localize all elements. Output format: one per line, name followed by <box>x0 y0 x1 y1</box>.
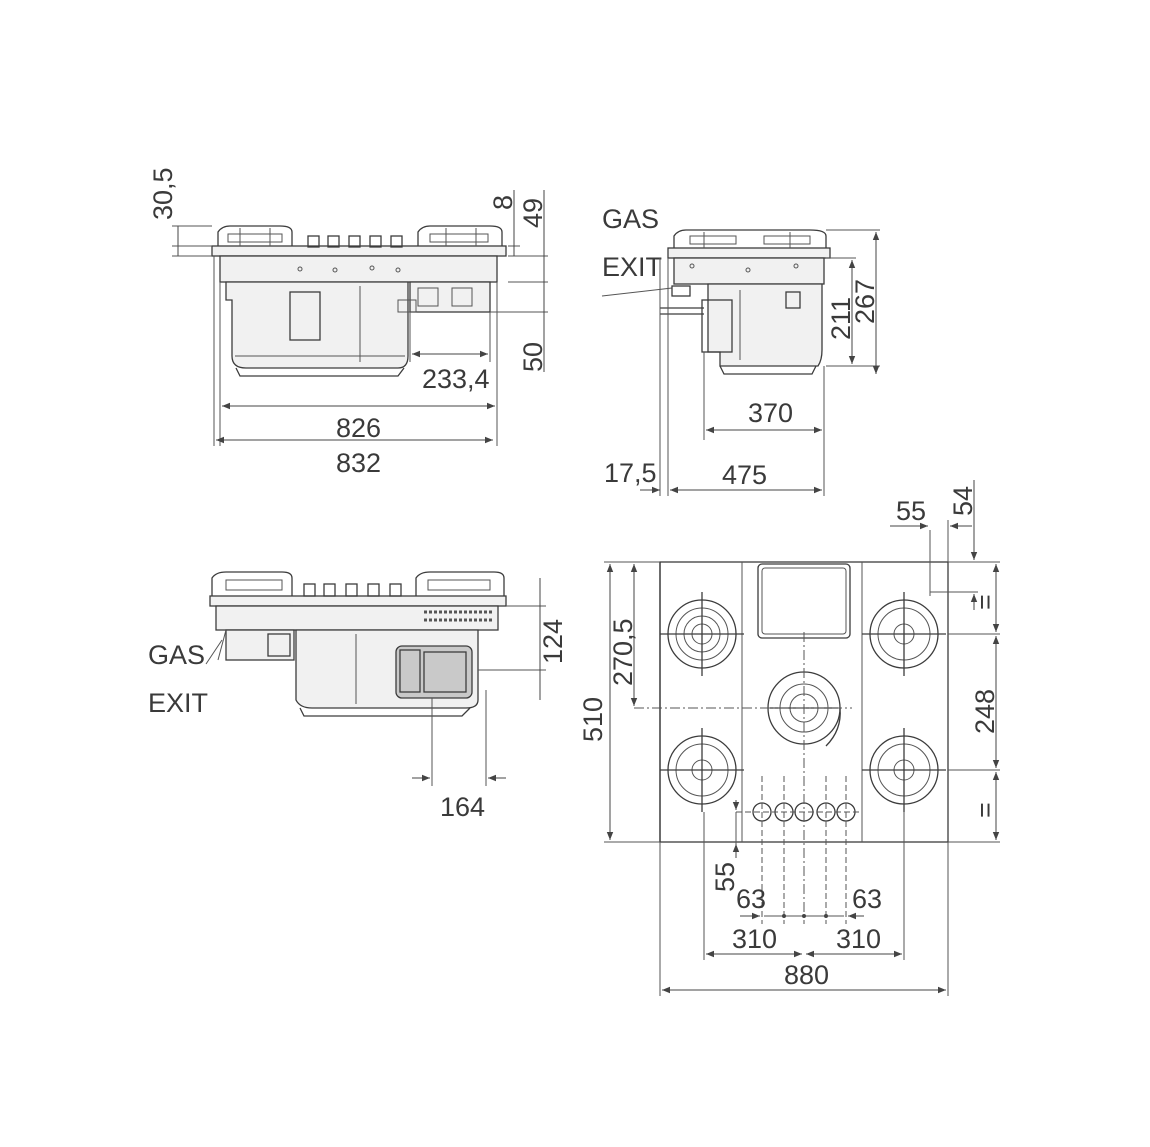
dim-63-left-label: 63 <box>736 884 766 914</box>
dim-310-left-label: 310 <box>732 924 777 954</box>
front-left-burner <box>217 225 293 246</box>
dim-8-label: 8 <box>488 195 518 210</box>
dim-270-5-label: 270,5 <box>608 618 638 686</box>
dim-233-4-label: 233,4 <box>422 364 490 394</box>
side-view: GAS EXIT 211 267 370 <box>601 204 880 496</box>
dim-17-5-label: 17,5 <box>604 458 657 488</box>
dim-211-label: 211 <box>826 297 856 340</box>
dim-63-right-label: 63 <box>852 884 882 914</box>
dim-826-label: 826 <box>336 413 381 443</box>
top-view: 55 54 = 248 = 270,5 510 55 63 <box>578 480 1000 996</box>
dim-55-top-label: 55 <box>896 496 926 526</box>
front-right-burner <box>417 225 503 246</box>
front-side-box <box>409 281 491 313</box>
dim-equal-top-label: = <box>970 594 1000 610</box>
front-frame <box>219 255 498 283</box>
dim-310-right-label: 310 <box>836 924 881 954</box>
side-exit-label: EXIT <box>602 252 662 282</box>
rear-knobs <box>303 583 402 597</box>
dim-880-label: 880 <box>784 960 829 990</box>
front-motor-body <box>225 281 409 369</box>
rear-exit-label: EXIT <box>148 688 208 718</box>
rear-view: GAS EXIT 124 164 <box>148 571 568 822</box>
rear-exhaust-outlet <box>395 645 473 699</box>
side-glass-top <box>667 247 831 259</box>
dim-54-label: 54 <box>948 486 978 516</box>
top-control-window <box>757 563 851 639</box>
dim-510-label: 510 <box>578 697 608 742</box>
dim-30-5-label: 30,5 <box>148 167 178 220</box>
top-burner-top-left <box>660 592 744 676</box>
front-knobs <box>307 235 403 248</box>
dim-164-label: 164 <box>440 792 485 822</box>
rear-gas-label: GAS <box>148 640 205 670</box>
dim-55-bottom-label: 55 <box>710 862 740 892</box>
dim-248-label: 248 <box>970 689 1000 734</box>
dim-832-label: 832 <box>336 448 381 478</box>
dim-50-label: 50 <box>518 342 548 372</box>
rear-vents <box>424 610 494 622</box>
top-burner-bottom-left <box>660 728 744 812</box>
rear-gas-box <box>225 629 295 661</box>
top-burner-bottom-right <box>862 728 946 812</box>
side-motor-body <box>707 283 823 367</box>
dim-124-label: 124 <box>538 619 568 664</box>
front-view: 30,5 8 49 50 233,4 826 832 <box>148 167 548 478</box>
top-burner-top-right <box>862 592 946 676</box>
dim-267-label: 267 <box>850 279 880 324</box>
side-gas-label: GAS <box>602 204 659 234</box>
dim-49-label: 49 <box>518 198 548 228</box>
rear-glass-top <box>209 595 507 607</box>
dim-475-label: 475 <box>722 460 767 490</box>
dim-equal-bottom-label: = <box>970 802 1000 818</box>
dim-370-label: 370 <box>748 398 793 428</box>
